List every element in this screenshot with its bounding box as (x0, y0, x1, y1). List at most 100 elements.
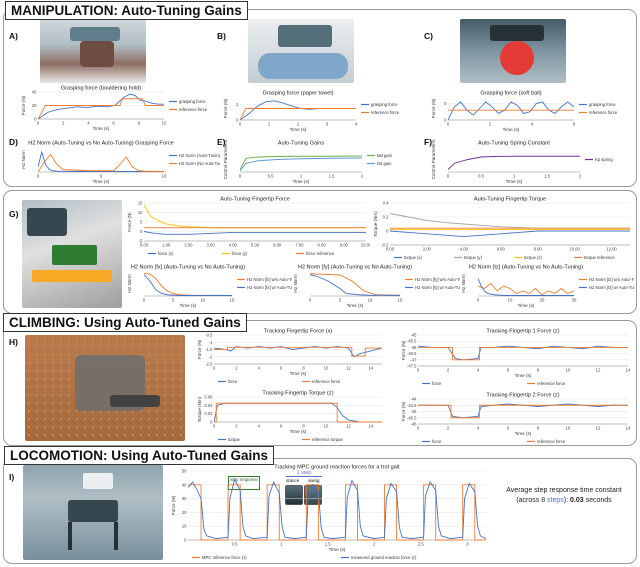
x-tick-label: 14 (626, 368, 631, 373)
x-tick-label: 5 (339, 298, 342, 303)
y-tick-label: -45.5 (407, 415, 417, 420)
y-tick-label: 0 (236, 118, 239, 123)
y-tick-label: -44 (410, 397, 417, 402)
one-step-callout: 1 step (286, 470, 322, 477)
y-axis-label: Control Parameters (223, 139, 228, 180)
x-tick-label: 6 (573, 122, 576, 127)
x-tick-label: 4 (477, 426, 480, 431)
y-tick-label: 20 (32, 103, 37, 108)
y-axis-label: Force (N) (21, 95, 26, 115)
x-tick-label: 0.00 (386, 247, 395, 252)
x-tick-label: 0 (213, 424, 216, 429)
chart-g4: H2 Norm [fy] (Auto-Tuning vs No Auto-Tun… (292, 262, 460, 310)
x-tick-label: 12 (346, 424, 351, 429)
x-tick-label: 30 (572, 298, 577, 303)
legend-label: H2 Norm [fy] w/o Auto-Tuning (415, 277, 460, 282)
x-tick-label: 12.00 (606, 247, 617, 252)
x-tick-label: 0 (477, 298, 480, 303)
gripper-bouldering-hold-photo (40, 19, 146, 83)
series-line-1 (310, 274, 400, 296)
x-tick-label: 0 (447, 174, 450, 179)
y-tick-label: -45 (410, 333, 417, 338)
legend-label: force reference (306, 251, 335, 256)
series-line-0 (240, 100, 356, 121)
chart-g5: H2 Norm [tz] (Auto-Tuning vs No Auto-Tun… (460, 262, 634, 310)
y-axis-label: Force (N) (431, 98, 436, 118)
series-line-0 (418, 345, 628, 361)
x-tick-label: 10 (508, 298, 513, 303)
series-line-0 (390, 230, 630, 238)
y-axis-label: Force (N) (401, 401, 406, 421)
x-tick-label: 10.00 (361, 243, 370, 248)
quadruped-robot-photo (23, 465, 163, 560)
x-tick-label: 2 (235, 424, 238, 429)
series-line-0 (240, 155, 362, 170)
chart-title: Auto-Tuning Gains (278, 141, 325, 147)
series-line-1 (418, 404, 628, 419)
series-line-1 (38, 153, 164, 173)
y-tick-label: -0.2 (381, 243, 389, 248)
legend-label: reference force (371, 110, 400, 115)
x-tick-label: 8 (537, 368, 540, 373)
series-line-0 (418, 403, 628, 419)
series-line-1 (214, 346, 382, 357)
stance-label: stance (286, 478, 300, 483)
legend-label: Kp spring (595, 157, 613, 162)
panel-label-g: G) (9, 209, 19, 219)
note-suffix: seconds (583, 497, 612, 504)
y-axis-label: Force (N) (223, 98, 228, 118)
chart-h4-svg: Tracking Fingertip 2 Force (z)-44-44.5-4… (401, 393, 631, 445)
x-tick-label: 2 (235, 366, 238, 371)
y-tick-label: 5 (140, 220, 143, 225)
x-tick-label: 10 (162, 174, 167, 179)
chart-h1-svg: Tracking Fingertip Force (x)-0.5-1-1.5-2… (197, 329, 382, 384)
y-tick-label: -45 (410, 409, 417, 414)
legend-label: force (432, 439, 442, 444)
x-tick-label: 6 (280, 424, 283, 429)
y-axis-label: H2 Norm (21, 150, 26, 169)
x-axis-label: Time (s) (93, 179, 110, 184)
chart-title: Grasping force (bouldering hold) (61, 86, 141, 92)
y-tick-label: -46 (410, 345, 417, 350)
x-tick-label: 4 (477, 368, 480, 373)
chart-h4: Tracking Fingertip 2 Force (z)-44-44.5-4… (400, 390, 632, 446)
series-line-1 (390, 213, 630, 229)
x-tick-label: 0 (239, 122, 242, 127)
panel-label-h: H) (9, 337, 18, 347)
x-tick-label: 12 (346, 366, 351, 371)
x-tick-label: 9.00 (340, 243, 349, 248)
swing-label: swing (308, 478, 320, 483)
legend-label: reference force (312, 379, 341, 384)
series-line-0 (38, 150, 164, 172)
series-line-0 (310, 273, 400, 296)
x-axis-label: Time (s) (290, 371, 307, 376)
y-tick-label: -46.5 (407, 351, 417, 356)
panel-label-e: E) (217, 137, 226, 147)
series-line-0 (144, 231, 366, 235)
y-tick-label: -47 (410, 357, 417, 362)
x-tick-label: 2.00 (423, 247, 432, 252)
x-axis-label: Time (s) (329, 547, 346, 552)
y-tick-label: 0.4 (383, 201, 389, 206)
x-tick-label: 0 (37, 174, 40, 179)
x-axis-label: Time (s) (93, 126, 110, 131)
x-tick-label: 4 (258, 366, 261, 371)
series-line-1 (478, 278, 574, 296)
chart-title: Grasping force (paper towel) (263, 91, 334, 97)
legend-label: torque (z) (524, 255, 543, 260)
panel-label-a: A) (9, 31, 18, 41)
x-axis-label: Time (s) (515, 373, 532, 378)
x-tick-label: 1.5 (325, 542, 331, 547)
series-line-1 (188, 477, 486, 540)
chart-h2: Tracking Fingertip 1 Force (z)-45-45.5-4… (400, 326, 632, 388)
y-tick-label: 40 (32, 90, 37, 95)
x-tick-label: 10 (566, 368, 571, 373)
hand-setup-photo (22, 200, 122, 308)
y-tick-label: -46 (410, 422, 417, 427)
y-tick-label: 15 (138, 201, 143, 206)
